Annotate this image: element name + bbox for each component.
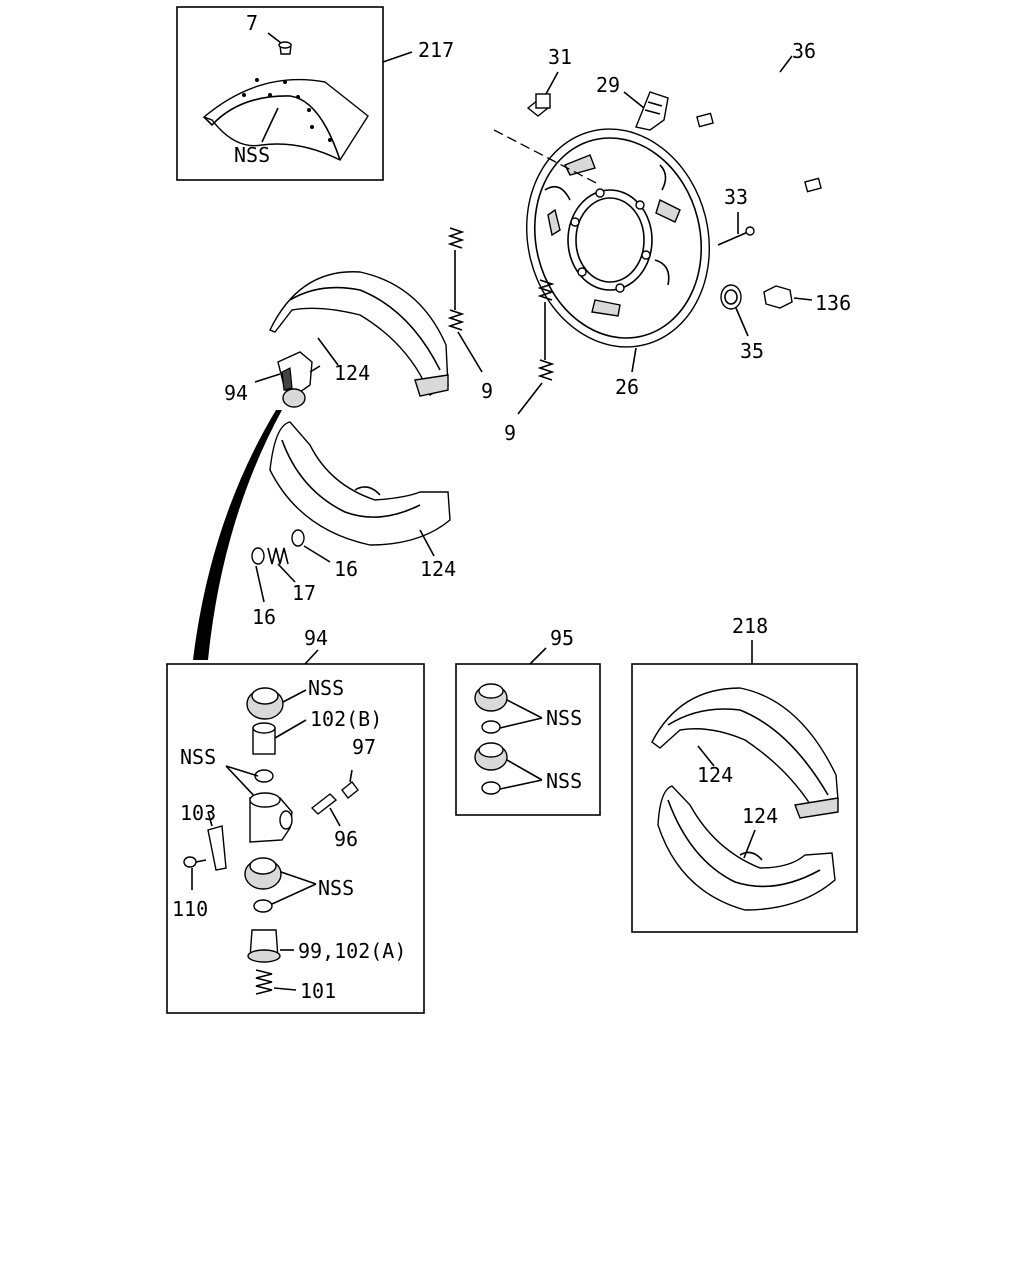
callout-217: 217 [418,38,454,62]
kit-94-box [166,649,425,1014]
callout-nss-cup: NSS [308,676,344,700]
backing-plate [526,128,710,373]
callout-96: 96 [334,827,358,851]
callout-nss-left: NSS [180,745,216,769]
pin-33 [717,212,755,246]
callout-33: 33 [724,185,748,209]
callout-95: 95 [550,626,574,650]
kit-217-box [176,6,413,181]
clip-29 [623,91,669,131]
callout-124-kit-lower: 124 [742,804,778,828]
callout-9-upper: 9 [481,379,493,403]
callout-26: 26 [615,375,639,399]
bolt-31 [493,71,601,186]
callout-9-lower: 9 [504,421,516,445]
callout-7: 7 [246,11,258,35]
callout-101: 101 [300,979,336,1003]
spring-17-washers-16 [251,529,331,603]
callout-35: 35 [740,339,764,363]
callout-218: 218 [732,614,768,638]
callout-136: 136 [815,291,851,315]
callout-16-right: 16 [334,557,358,581]
callout-97: 97 [352,735,376,759]
kit-95-box [455,647,601,816]
callout-124-lower: 124 [420,557,456,581]
callout-16-left: 16 [252,605,276,629]
callout-29: 29 [596,73,620,97]
callout-99-102a: 99,102(A) [298,939,406,963]
callout-nss-lower: NSS [318,876,354,900]
callout-94: 94 [224,381,248,405]
callout-103: 103 [180,801,216,825]
callout-36: 36 [792,39,816,63]
callout-102b: 102(B) [310,707,382,731]
spring-9-upper [447,227,483,373]
callout-110: 110 [172,897,208,921]
callout-nss-95-lower: NSS [546,769,582,793]
wheel-cylinder-assembled [254,351,321,408]
callout-31: 31 [548,45,572,69]
spring-9-lower [517,279,555,415]
plug-35 [720,284,749,337]
leader-wedge [193,410,282,660]
plug-136 [763,285,813,309]
callout-124-upper: 124 [334,361,370,385]
callout-nss-95-upper: NSS [546,706,582,730]
callout-17: 17 [292,581,316,605]
brake-pipe-36 [696,55,836,193]
callout-nss: NSS [234,143,270,167]
brake-shoe-upper [269,271,449,397]
brake-shoe-lower [269,421,451,557]
callout-124-kit-upper: 124 [697,763,733,787]
callout-94-box: 94 [304,626,328,650]
kit-218-box [631,640,858,933]
